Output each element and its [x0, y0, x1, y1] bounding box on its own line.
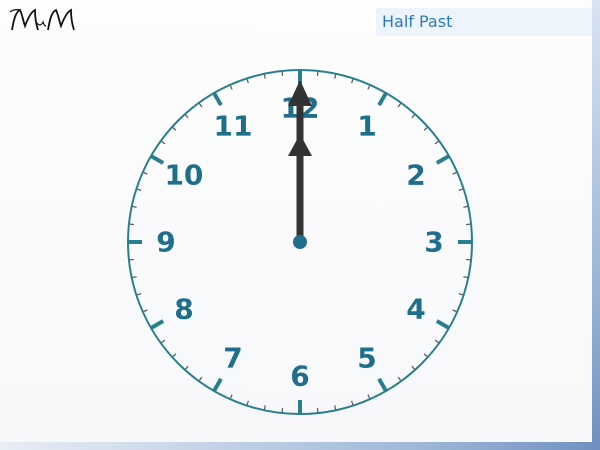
numeral-6: 6: [290, 360, 309, 393]
hour-hand: [288, 134, 312, 242]
center-pivot: [293, 235, 307, 249]
right-border-gradient: [592, 0, 600, 450]
hour-hand-arrowhead: [288, 134, 312, 156]
clock-face: [127, 69, 473, 415]
mm-logo: [9, 8, 75, 31]
numeral-1: 1: [357, 109, 376, 142]
numeral-4: 4: [406, 293, 425, 326]
hour-tick: [150, 154, 165, 165]
numeral-5: 5: [357, 342, 376, 375]
hour-tick: [377, 377, 388, 392]
clock-hands: [288, 80, 312, 249]
bottom-border-gradient: [0, 442, 600, 450]
page-title: Half Past: [382, 12, 453, 31]
numeral-2: 2: [406, 159, 425, 192]
hour-tick: [435, 154, 450, 165]
numeral-10: 10: [164, 159, 203, 192]
minute-hand-arrowhead: [288, 80, 312, 106]
hour-tick: [435, 319, 450, 330]
numeral-11: 11: [214, 109, 253, 142]
hour-tick: [377, 92, 388, 107]
numeral-7: 7: [223, 342, 242, 375]
numeral-9: 9: [156, 226, 175, 259]
numeral-8: 8: [174, 293, 193, 326]
hour-tick: [150, 319, 165, 330]
hour-tick: [212, 92, 223, 107]
numeral-3: 3: [424, 226, 443, 259]
hour-tick: [212, 377, 223, 392]
title-box: Half Past: [376, 8, 592, 36]
